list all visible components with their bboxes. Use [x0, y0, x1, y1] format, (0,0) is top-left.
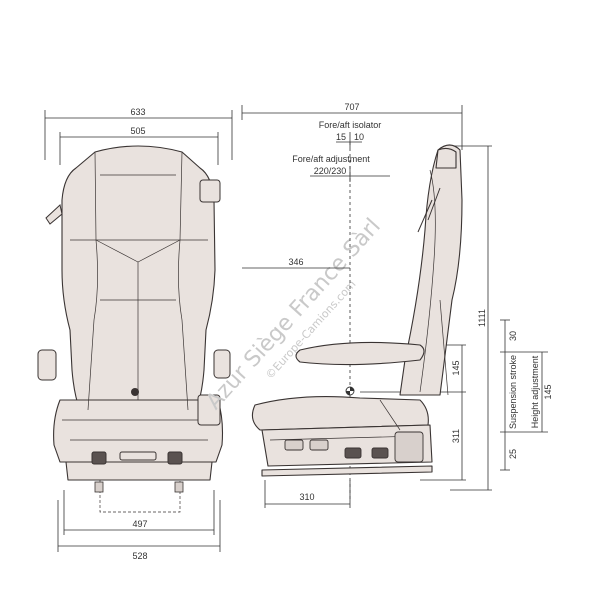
dim-armrest-height: 145	[451, 360, 461, 375]
side-rail	[261, 465, 433, 477]
dim-height-adjustment: 145	[543, 384, 553, 399]
dim-side-top-width: 707	[344, 102, 359, 112]
label-fore-aft-isolator: Fore/aft isolator	[319, 120, 382, 130]
side-backrest	[399, 144, 463, 396]
front-view: 633 505 497 528	[37, 107, 233, 561]
label-fore-aft-adjustment: Fore/aft adjustment	[292, 154, 370, 164]
watermark: Azur Siège France Sàrl ©Europe-Camions.c…	[202, 214, 386, 415]
side-control-1	[284, 439, 304, 451]
dim-cushion-height: 311	[451, 429, 461, 443]
dim-side-reach: 346	[288, 257, 303, 267]
pivot-point-icon	[345, 386, 355, 396]
dim-front-bottom-inner: 497	[132, 519, 147, 529]
side-cushion	[251, 395, 429, 431]
side-armrest	[295, 341, 425, 366]
label-suspension-stroke: Suspension stroke	[508, 355, 518, 429]
dim-isolator-left: 15	[336, 132, 346, 142]
dim-fore-aft-adjustment: 220/230	[314, 166, 347, 176]
dim-side-bottom: 310	[299, 492, 314, 502]
dim-top-travel: 30	[508, 331, 518, 341]
front-logo	[131, 388, 139, 396]
side-view: 707 Fore/aft isolator 15 10 Fore/aft adj…	[241, 102, 553, 508]
dim-bottom-travel: 25	[508, 449, 518, 459]
dim-isolator-right: 10	[354, 132, 364, 142]
front-base	[65, 461, 213, 481]
front-backrest	[61, 145, 216, 411]
dim-total-height: 1111	[477, 309, 487, 327]
side-base	[261, 424, 433, 467]
front-armrest-right	[213, 349, 231, 379]
side-control-2	[309, 439, 329, 451]
dim-front-top-inner: 505	[130, 126, 145, 136]
dim-front-bottom-outer: 528	[132, 551, 147, 561]
side-control-4	[371, 447, 389, 459]
front-armrest-left	[37, 349, 57, 381]
label-height-adjustment: Height adjustment	[530, 355, 540, 428]
front-control-knob	[199, 179, 221, 203]
front-lever	[45, 204, 63, 225]
dim-front-top-outer: 633	[130, 107, 145, 117]
watermark-line1: Azur Siège France Sàrl	[202, 214, 386, 415]
side-control-3	[344, 447, 362, 459]
